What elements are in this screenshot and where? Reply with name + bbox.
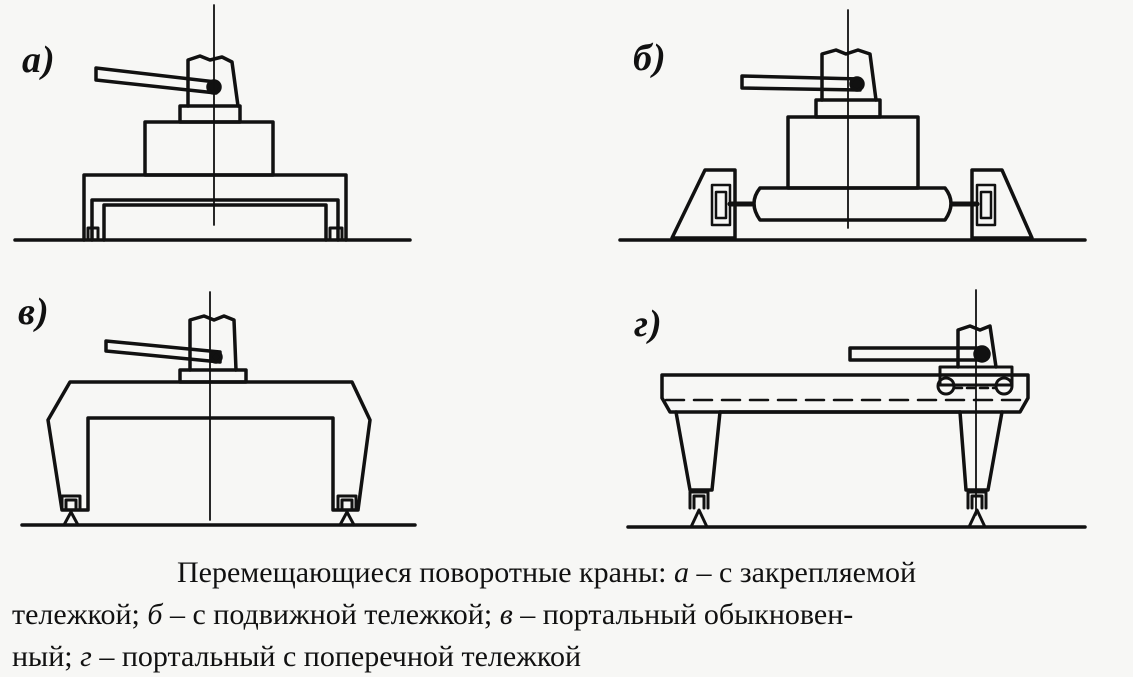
caption-key-v: в [499,598,513,631]
panel-g-drawing [626,289,1087,529]
panel-v-turntable [178,368,248,384]
caption-key-g: г [80,640,92,673]
panel-g-wheel-right [966,490,988,510]
panel-a-drawing [13,4,412,242]
crane-figure [13,4,1087,529]
panel-a-wheel-right [328,226,344,242]
panel-v-foot-left [62,510,80,527]
panel-v-wheel-left [60,494,82,512]
panel-g-wheel-left [688,490,710,510]
panel-v-portal [46,380,372,512]
panel-g-trolley-wheel-right [994,376,1014,396]
panel-g-foot-left [689,508,709,529]
panel-g-foot-right [967,508,987,529]
panel-b-pivot [849,76,865,92]
panel-v-foot-right [338,510,356,527]
caption-line-1: Перемещающиеся поворотные краны: а – с з… [12,552,1117,594]
panel-g-leg-left [674,410,722,492]
panel-b-body [786,115,920,190]
panel-v-drawing [20,291,417,527]
panel-label-v: в) [18,291,50,333]
panel-v-wheel-right [336,494,358,512]
panel-g-leg-right [958,410,1004,492]
panel-a-wheel-left [86,226,100,242]
panel-b-cabin [820,48,878,102]
panel-b-boom [740,74,862,92]
caption-desc-a-cont: тележкой; [12,598,148,631]
panel-g-cabin [956,324,998,369]
caption-line-3: ный; г – портальный с поперечной тележко… [12,636,1117,677]
panel-v-boom [104,339,222,364]
panel-a-turntable [178,104,242,124]
panel-b-roller [752,186,953,222]
panel-g-boom [848,346,986,362]
caption-line-2: тележкой; б – с подвижной тележкой; в – … [12,594,1117,636]
caption-desc-v: – портальный обыкновен- [512,598,854,631]
caption-desc-v-cont: ный; [12,640,81,673]
panel-label-g: г) [634,303,663,345]
panel-g-trolley-wheel-left [936,376,956,396]
panel-b-right-support [970,168,1034,240]
panel-b-right-wheelbox [975,183,997,227]
panel-v-cabin [188,314,238,372]
caption-desc-a: – с закрепляемой [688,556,917,589]
panel-label-a: а) [22,39,56,81]
panel-a-body [143,120,275,177]
panel-g-beam [660,373,1030,414]
panel-b-left-wheelbox [710,183,732,227]
panel-a-frame [82,173,348,242]
figure-caption: Перемещающиеся поворотные краны: а – с з… [12,552,1117,677]
panel-v-pivot [209,350,223,364]
panel-a-boom [94,66,218,95]
panel-label-b: б) [633,37,667,79]
caption-desc-g: – портальный с поперечной тележкой [91,640,582,673]
caption-intro: Перемещающиеся поворотные краны: [177,556,674,589]
caption-key-b: б [147,598,163,631]
caption-desc-b: – с подвижной тележкой; [162,598,500,631]
panel-b-left-support [670,168,737,240]
caption-key-a: а [673,556,689,589]
panel-a-cabin [186,54,240,108]
panel-g-pivot [973,345,991,363]
panel-b-drawing [618,9,1087,242]
